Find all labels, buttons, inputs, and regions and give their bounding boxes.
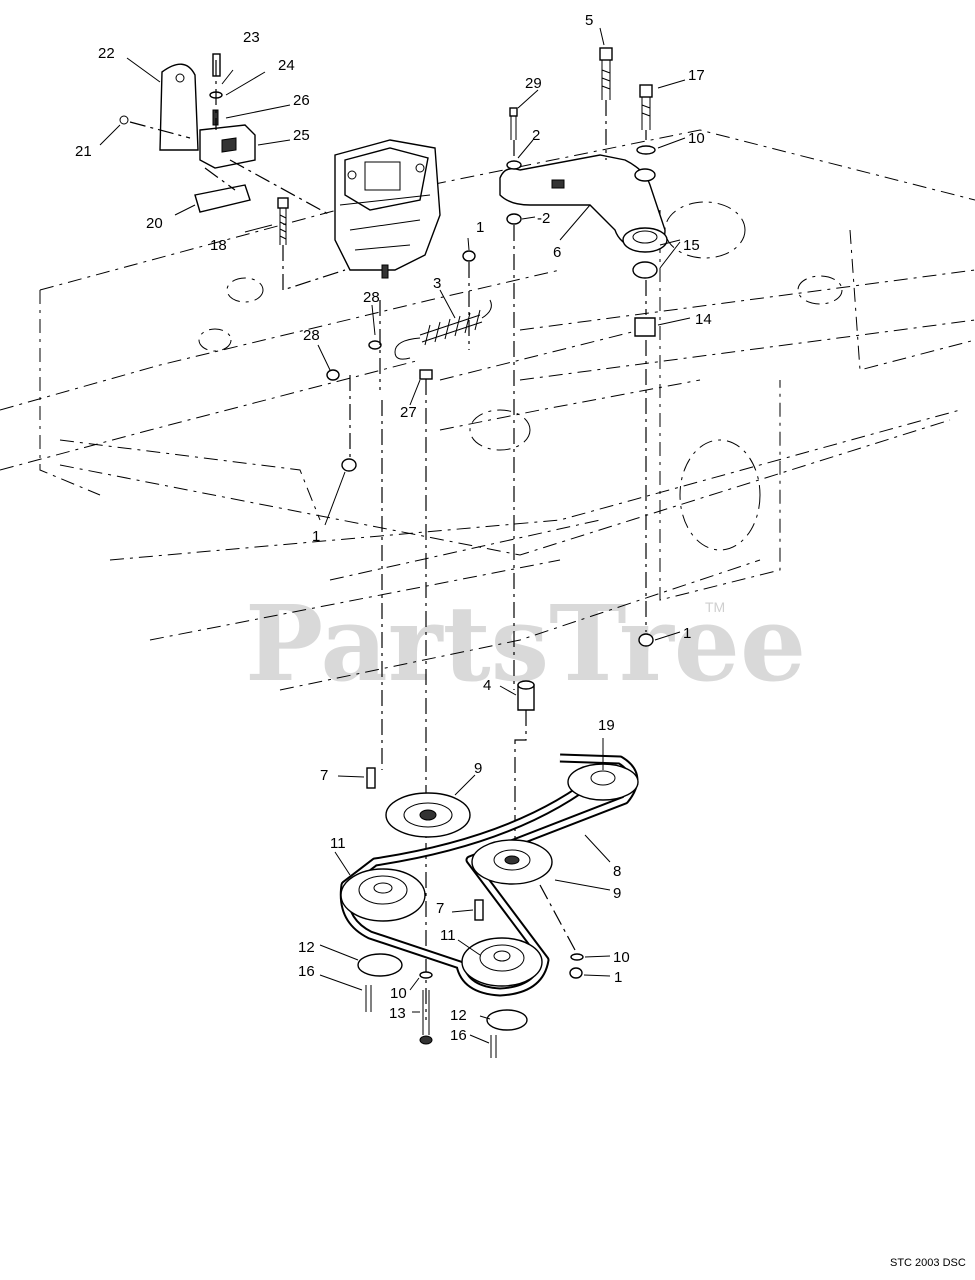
label-22: 22 [98,45,115,62]
label-9-upper: 9 [474,760,482,777]
label-19: 19 [598,717,615,734]
label-15: 15 [683,237,700,254]
label-11-upper: 11 [330,835,346,852]
label-11-lower: 11 [440,927,456,944]
label-23: 23 [243,29,260,46]
pulley-system [339,400,639,1058]
label-7-lower: 7 [436,900,444,917]
idler-arm [499,47,668,690]
label-20: 20 [146,215,163,232]
label-5: 5 [585,12,593,29]
label-4: 4 [483,677,491,694]
label-24: 24 [278,57,295,74]
label-1-right: 1 [683,625,691,642]
label-27: 27 [400,404,417,421]
label-3: 3 [433,275,441,292]
bolt-18 [277,197,346,291]
label-6: 6 [553,244,561,261]
label-18: 18 [210,237,227,254]
label-25: 25 [293,127,310,144]
label-1-lower: 1 [614,969,622,986]
label-1-left: 1 [312,528,320,545]
mounting-plate [119,53,331,216]
label-10-right: 10 [613,949,630,966]
label-2-lower: -2 [537,210,550,227]
label-9-lower: 9 [613,885,621,902]
label-26: 26 [293,92,310,109]
label-2-upper: 2 [532,127,540,144]
label-28-upper: 28 [363,289,380,306]
label-7-upper: 7 [320,767,328,784]
label-16-left: 16 [298,963,315,980]
leader-lines [99,27,691,1044]
label-17: 17 [688,67,705,84]
chassis-frame [0,129,975,691]
label-8: 8 [613,863,621,880]
label-1-upper: 1 [476,219,484,236]
watermark-trademark: TM [705,599,725,615]
label-10-upper: 10 [688,130,705,147]
transmission-unit [334,139,441,279]
tension-spring [326,250,492,1020]
label-10-lower: 10 [390,985,407,1002]
label-29: 29 [525,75,542,92]
label-16-right: 16 [450,1027,467,1044]
label-21: 21 [75,143,92,160]
label-12-left: 12 [298,939,315,956]
label-12-right: 12 [450,1007,467,1024]
label-14: 14 [695,311,712,328]
label-13: 13 [389,1005,406,1022]
label-28-lower: 28 [303,327,320,344]
diagram-code: STC 2003 DSC [890,1257,966,1269]
lower-hardware [514,633,654,850]
part-labels: 23 5 22 24 29 17 26 2 10 21 25 -2 20 1 1… [75,12,712,1044]
